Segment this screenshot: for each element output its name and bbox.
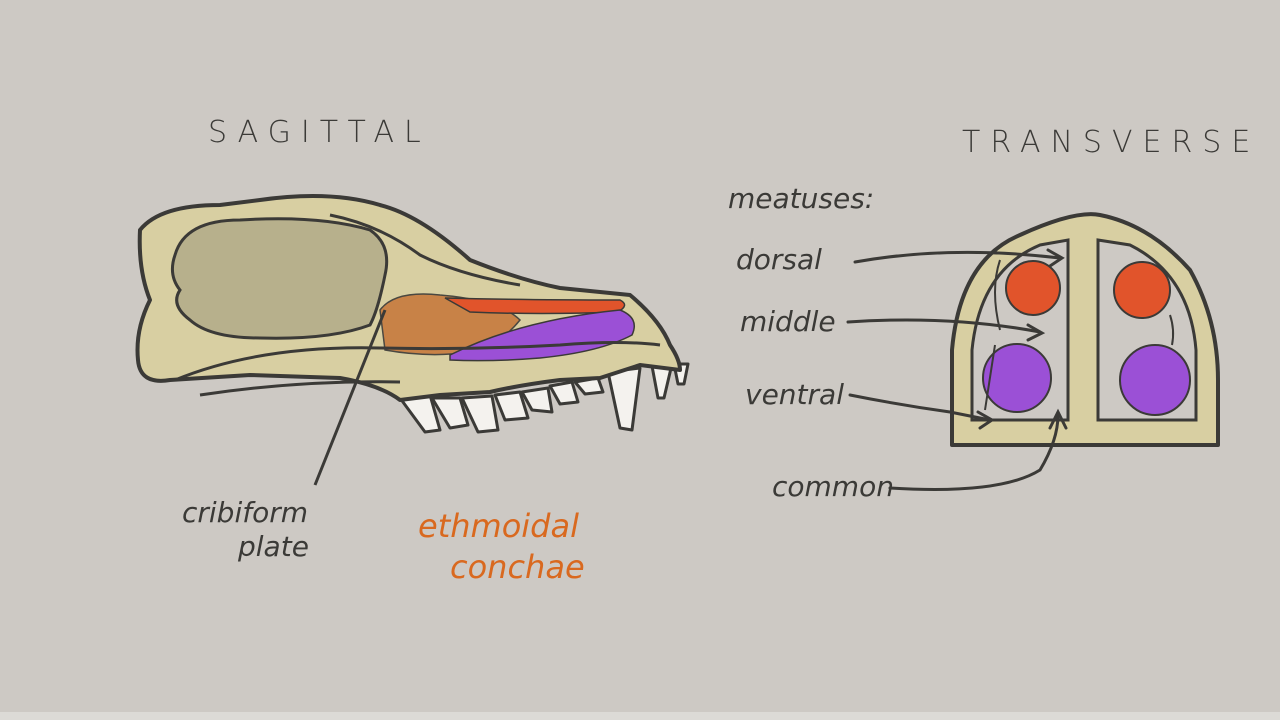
meatuses-heading: meatuses: bbox=[728, 182, 875, 215]
ventral-pointer bbox=[848, 393, 992, 422]
meatus-label-ventral: ventral bbox=[745, 378, 844, 411]
left-ventral-concha bbox=[982, 343, 1052, 413]
right-ventral-concha bbox=[1119, 344, 1191, 416]
cribriform-pointer-line bbox=[313, 309, 387, 486]
palate-line bbox=[199, 380, 401, 397]
common-pointer bbox=[888, 413, 1060, 492]
ethmoidal-label-line1: ethmoidal bbox=[418, 507, 579, 545]
meatus-label-common: common bbox=[772, 470, 894, 503]
sagittal-title: SAGITTAL bbox=[208, 115, 431, 150]
dorsal-pointer bbox=[853, 250, 1062, 264]
skull-inner-line bbox=[174, 341, 661, 382]
dorsal-nasal-concha bbox=[444, 297, 626, 315]
ethmoidal-label-line2: conchae bbox=[450, 548, 585, 586]
bottom-border-strip bbox=[0, 712, 1280, 720]
meatus-label-dorsal: dorsal bbox=[736, 243, 822, 276]
left-concha-attachments bbox=[984, 259, 1001, 411]
left-dorsal-concha bbox=[1005, 260, 1061, 316]
teeth bbox=[398, 362, 690, 434]
brain-cavity bbox=[170, 217, 389, 340]
right-concha-attachments bbox=[1169, 314, 1175, 346]
transverse-title: TRANSVERSE bbox=[962, 125, 1261, 160]
cribriform-label-line2: plate bbox=[238, 530, 309, 563]
cribriform-label-line1: cribiform bbox=[182, 496, 309, 529]
cranial-crest-line bbox=[329, 213, 521, 287]
middle-pointer bbox=[846, 318, 1042, 334]
meatus-pointers bbox=[846, 248, 1068, 492]
right-dorsal-concha bbox=[1113, 261, 1171, 319]
meatus-label-middle: middle bbox=[740, 305, 836, 338]
